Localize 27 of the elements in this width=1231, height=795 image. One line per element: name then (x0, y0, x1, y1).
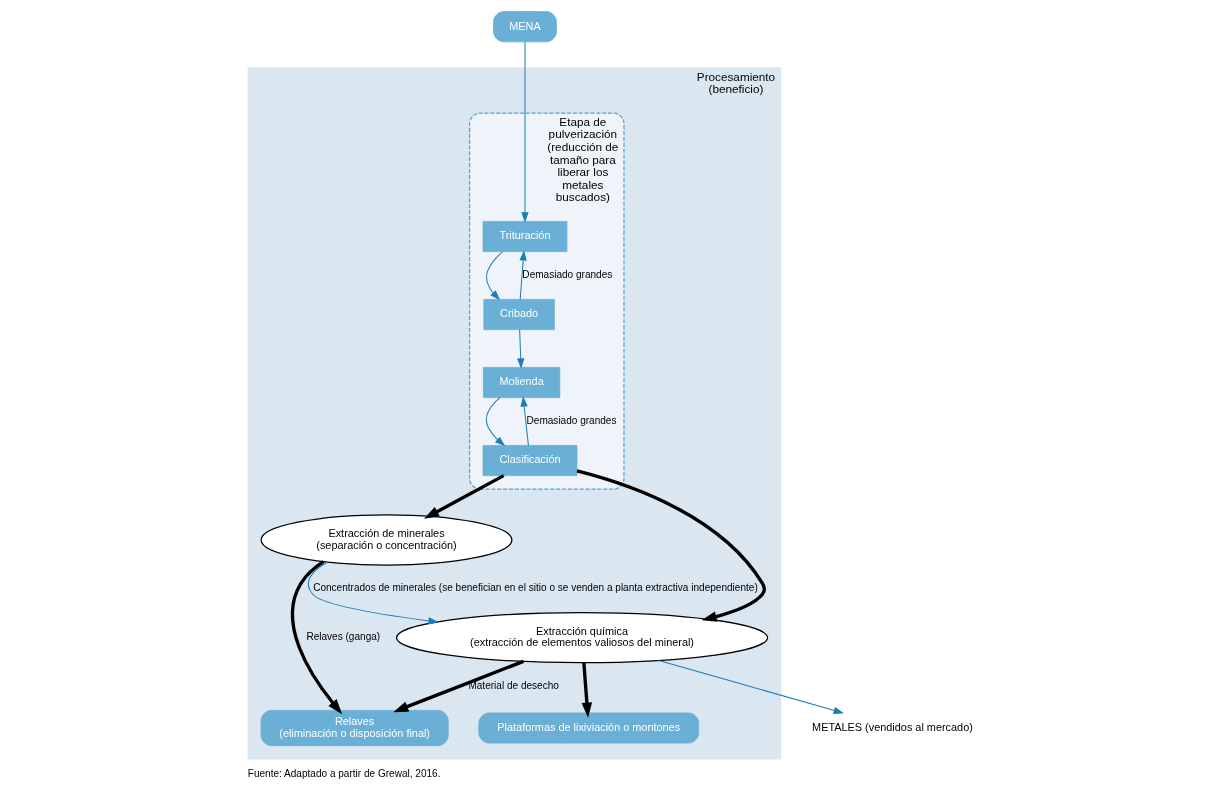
edge-label: Demasiado grandes (526, 415, 616, 427)
arrow (657, 659, 844, 714)
arrow (520, 396, 529, 446)
arrow (576, 469, 766, 622)
node-text: METALES (vendidos al mercado) (811, 720, 973, 733)
node-box: Molienda (482, 366, 560, 398)
arrow (485, 251, 503, 301)
node-box: Plataformas de lixiviación o montones (477, 712, 699, 744)
edge-label: Relaves (ganga) (305, 631, 380, 643)
arrow (516, 329, 524, 369)
arrow (520, 41, 529, 223)
caption: Fuente: Adaptado a partir de Grewal, 2016. (247, 768, 440, 780)
node-box: Trituración (482, 220, 567, 252)
node-box: Relaves (eliminación o disposición final) (260, 709, 449, 747)
arrow (581, 662, 592, 718)
arrow (423, 474, 504, 519)
arrow (392, 659, 524, 713)
node-box: MENA (492, 11, 557, 43)
arrow (485, 397, 505, 447)
edge-label: Concentrados de minerales (se benefician en el sitio o se venden a planta extractiva independiente) (312, 582, 758, 594)
node-ellipse: Extracción de minerales (separación o concentración) (260, 514, 512, 566)
edge-label: Demasiado grandes (521, 269, 612, 281)
arrow (307, 561, 439, 625)
node-box: Clasificación (482, 445, 577, 477)
arrow (519, 250, 527, 300)
node-box: Cribado (482, 299, 555, 331)
arrow (290, 560, 342, 715)
